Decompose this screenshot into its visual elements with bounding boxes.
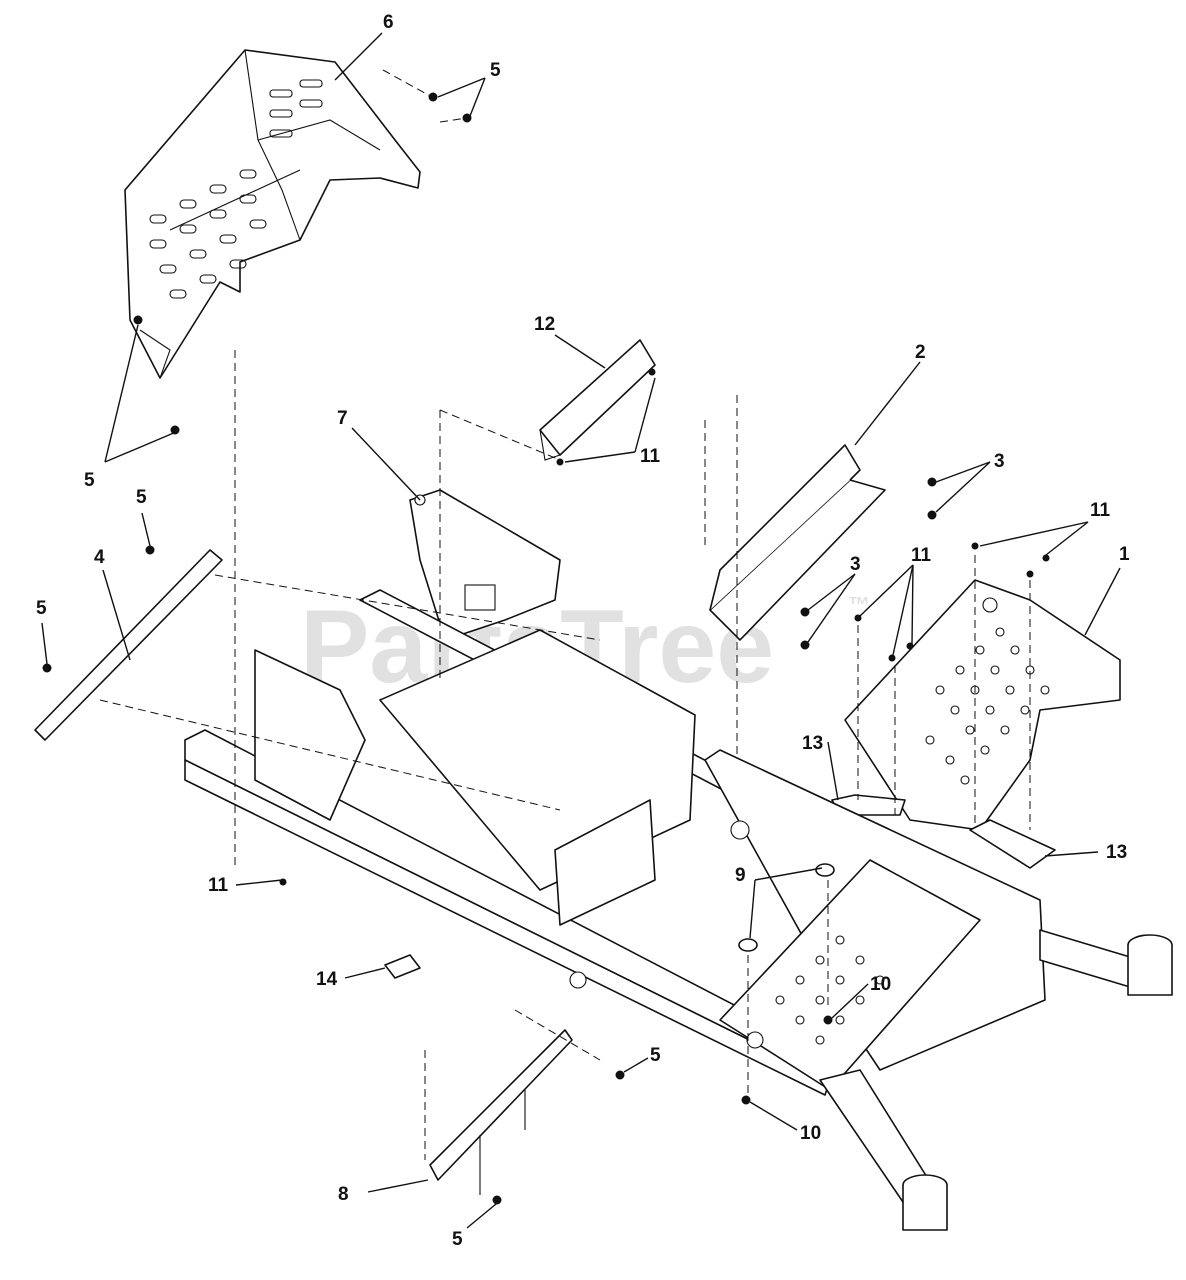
callout-7: 7 [337, 408, 348, 429]
callout-5: 5 [84, 470, 95, 491]
callout-labels: 6 5 12 2 7 11 5 3 11 5 1 4 11 3 5 13 13 … [36, 12, 1130, 1250]
part-1-floor-plate [844, 579, 1121, 831]
part-6-guard [124, 49, 421, 379]
part-8-bracket [429, 1029, 573, 1195]
part-2-bracket [709, 444, 886, 641]
part-4-strip [34, 549, 223, 741]
part-14-clip [384, 954, 421, 979]
callout-11: 11 [1090, 500, 1111, 521]
callout-5: 5 [490, 60, 501, 81]
callout-13: 13 [802, 733, 823, 754]
part-12-plate [539, 339, 656, 461]
callout-10: 10 [870, 974, 891, 995]
callout-6: 6 [383, 12, 394, 33]
callout-13: 13 [1106, 842, 1127, 863]
callout-12: 12 [534, 314, 555, 335]
callout-1: 1 [1119, 544, 1130, 565]
callout-14: 14 [316, 969, 338, 990]
callout-8: 8 [338, 1184, 349, 1205]
part-9-plug-upper [815, 863, 835, 877]
callout-5: 5 [136, 487, 147, 508]
main-frame [184, 589, 1173, 1231]
callout-3: 3 [850, 554, 861, 575]
callout-2: 2 [915, 342, 926, 363]
callout-5: 5 [452, 1229, 463, 1250]
callout-4: 4 [94, 547, 105, 568]
callout-9: 9 [735, 865, 746, 886]
callout-5: 5 [650, 1045, 661, 1066]
callout-11: 11 [640, 446, 661, 467]
callout-11: 11 [911, 545, 932, 566]
callout-10: 10 [800, 1123, 821, 1144]
callout-5: 5 [36, 598, 47, 619]
leader-lines [41, 32, 1121, 1229]
watermark-trademark: ™ [848, 592, 870, 617]
callout-3: 3 [994, 451, 1005, 472]
part-13-clip-lower [969, 819, 1056, 869]
part-9-plug-lower [738, 938, 758, 952]
alignment-lines [99, 69, 1031, 1160]
callout-11: 11 [208, 875, 229, 896]
